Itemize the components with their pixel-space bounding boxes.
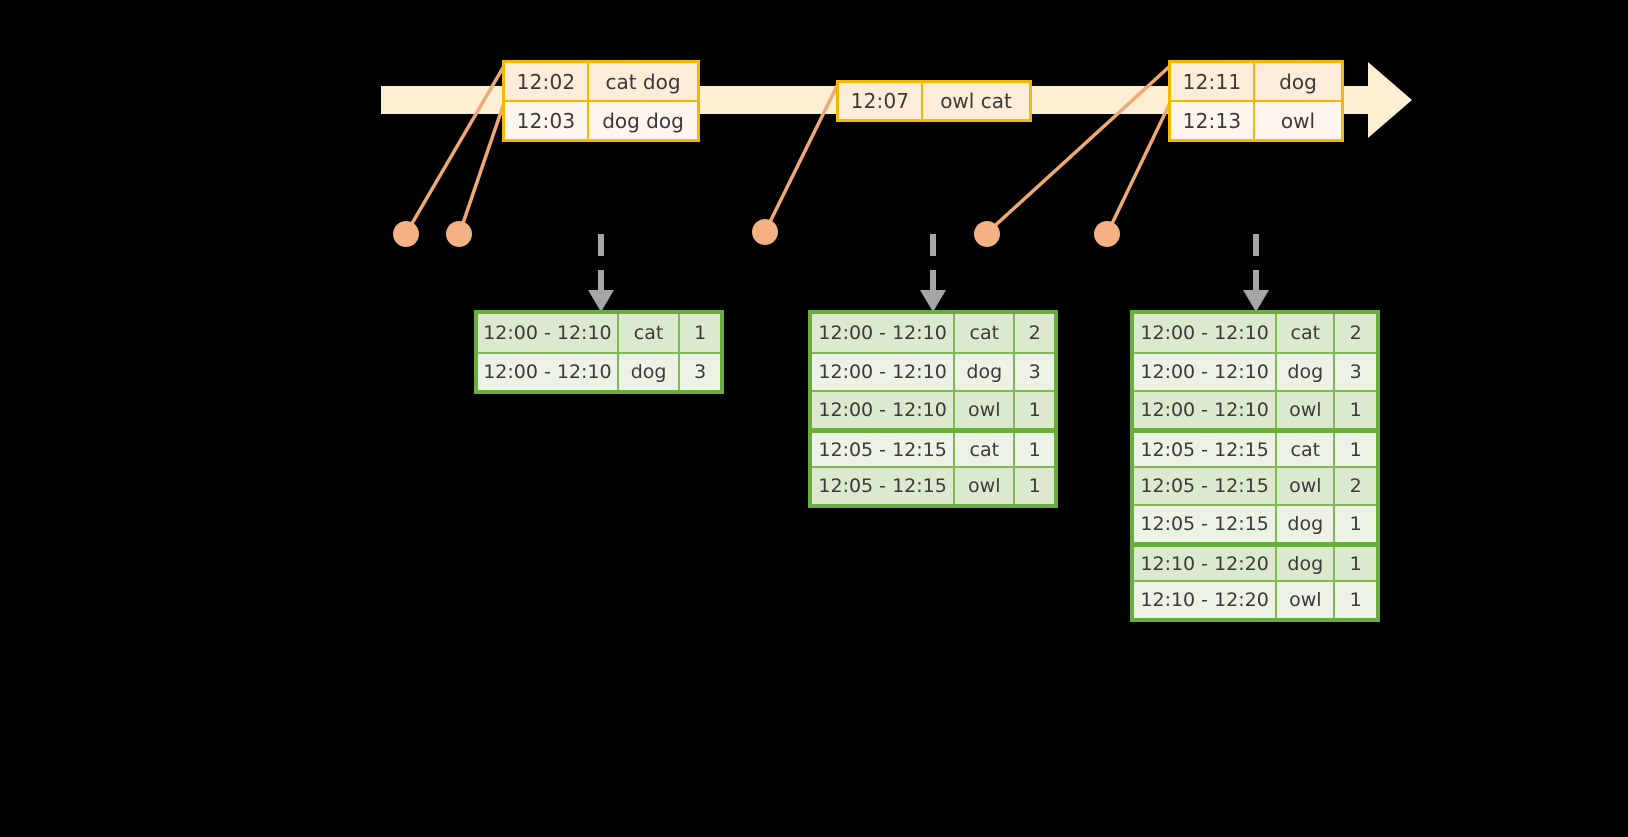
event-words: dog bbox=[1279, 69, 1317, 94]
table-row[interactable]: 12:00 - 12:10 cat 2 bbox=[812, 314, 1054, 352]
connector-2 bbox=[458, 101, 506, 234]
word-cell: owl bbox=[955, 468, 1016, 504]
window-cell: 12:05 - 12:15 bbox=[1134, 433, 1278, 466]
table-row[interactable]: 12:05 - 12:15 dog 1 bbox=[1134, 504, 1376, 542]
count-cell: 3 bbox=[1349, 361, 1362, 383]
window-cell: 12:00 - 12:10 bbox=[812, 314, 956, 352]
window-cell: 12:05 - 12:15 bbox=[1134, 506, 1278, 542]
event-group-3[interactable]: 12:11 dog 12:13 owl bbox=[1168, 60, 1344, 142]
table-row[interactable]: 12:00 - 12:10 owl 1 bbox=[812, 390, 1054, 428]
event-group-2[interactable]: 12:07 owl cat bbox=[836, 80, 1032, 122]
table-row[interactable]: 12:05 - 12:15 cat 1 bbox=[812, 428, 1054, 466]
event-time: 12:13 bbox=[1171, 102, 1255, 139]
word-cell: cat bbox=[619, 314, 681, 352]
event-row[interactable]: 12:07 owl cat bbox=[839, 83, 1029, 119]
window-cell: 12:05 - 12:15 bbox=[812, 468, 956, 504]
count-cell: 2 bbox=[1028, 322, 1041, 344]
event-time: 12:03 bbox=[505, 102, 589, 139]
window-cell: 12:05 - 12:15 bbox=[812, 433, 956, 466]
word-cell: owl bbox=[955, 392, 1016, 428]
window-cell: 12:00 - 12:10 bbox=[478, 354, 619, 390]
event-dot-5 bbox=[1094, 221, 1120, 247]
connector-5 bbox=[1106, 101, 1172, 234]
count-cell: 1 bbox=[1028, 399, 1041, 421]
table-row[interactable]: 12:05 - 12:15 cat 1 bbox=[1134, 428, 1376, 466]
word-cell: owl bbox=[1277, 392, 1336, 428]
word-cell: dog bbox=[1277, 506, 1336, 542]
event-dot-2 bbox=[446, 221, 472, 247]
event-words: cat dog bbox=[605, 69, 681, 94]
event-dot-4 bbox=[974, 221, 1000, 247]
emit-arrow-2 bbox=[920, 234, 946, 312]
result-table-2[interactable]: 12:00 - 12:10 cat 2 12:00 - 12:10 dog 3 … bbox=[808, 310, 1058, 508]
count-cell: 1 bbox=[1028, 438, 1041, 461]
count-cell: 1 bbox=[1349, 552, 1362, 575]
event-row[interactable]: 12:13 owl bbox=[1171, 100, 1341, 139]
count-cell: 3 bbox=[694, 361, 707, 383]
event-row[interactable]: 12:02 cat dog bbox=[505, 63, 697, 100]
event-dot-3 bbox=[752, 219, 778, 245]
table-row[interactable]: 12:00 - 12:10 dog 3 bbox=[478, 352, 720, 390]
count-cell: 1 bbox=[1349, 399, 1362, 421]
word-cell: dog bbox=[619, 354, 681, 390]
event-row[interactable]: 12:11 dog bbox=[1171, 63, 1341, 100]
table-row[interactable]: 12:00 - 12:10 dog 3 bbox=[1134, 352, 1376, 390]
event-dot-1 bbox=[393, 221, 419, 247]
window-cell: 12:10 - 12:20 bbox=[1134, 582, 1278, 618]
word-cell: owl bbox=[1277, 582, 1336, 618]
word-cell: cat bbox=[955, 433, 1016, 466]
event-time: 12:11 bbox=[1171, 63, 1255, 100]
result-table-3[interactable]: 12:00 - 12:10 cat 2 12:00 - 12:10 dog 3 … bbox=[1130, 310, 1380, 622]
emit-arrow-3 bbox=[1243, 234, 1269, 312]
table-row[interactable]: 12:00 - 12:10 owl 1 bbox=[1134, 390, 1376, 428]
word-cell: dog bbox=[1277, 354, 1336, 390]
event-group-1[interactable]: 12:02 cat dog 12:03 dog dog bbox=[502, 60, 700, 142]
emit-arrow-1 bbox=[588, 234, 614, 312]
word-cell: cat bbox=[955, 314, 1016, 352]
event-words: dog dog bbox=[602, 108, 684, 133]
count-cell: 3 bbox=[1028, 361, 1041, 383]
window-cell: 12:00 - 12:10 bbox=[1134, 392, 1278, 428]
window-cell: 12:00 - 12:10 bbox=[1134, 354, 1278, 390]
table-row[interactable]: 12:10 - 12:20 owl 1 bbox=[1134, 580, 1376, 618]
emit-arrows bbox=[588, 234, 1269, 312]
table-row[interactable]: 12:00 - 12:10 cat 2 bbox=[1134, 314, 1376, 352]
count-cell: 2 bbox=[1349, 322, 1362, 344]
event-words: owl cat bbox=[940, 89, 1012, 113]
window-cell: 12:00 - 12:10 bbox=[478, 314, 619, 352]
window-cell: 12:05 - 12:15 bbox=[1134, 468, 1278, 504]
count-cell: 1 bbox=[1349, 513, 1362, 535]
word-cell: cat bbox=[1277, 433, 1336, 466]
result-table-1[interactable]: 12:00 - 12:10 cat 1 12:00 - 12:10 dog 3 bbox=[474, 310, 724, 394]
window-cell: 12:00 - 12:10 bbox=[1134, 314, 1278, 352]
connector-1 bbox=[405, 64, 506, 234]
word-cell: dog bbox=[955, 354, 1016, 390]
window-cell: 12:10 - 12:20 bbox=[1134, 547, 1278, 580]
window-cell: 12:00 - 12:10 bbox=[812, 392, 956, 428]
count-cell: 2 bbox=[1349, 475, 1362, 497]
table-row[interactable]: 12:10 - 12:20 dog 1 bbox=[1134, 542, 1376, 580]
word-cell: owl bbox=[1277, 468, 1336, 504]
table-row[interactable]: 12:05 - 12:15 owl 1 bbox=[812, 466, 1054, 504]
table-row[interactable]: 12:00 - 12:10 dog 3 bbox=[812, 352, 1054, 390]
connector-3 bbox=[764, 82, 840, 232]
table-row[interactable]: 12:00 - 12:10 cat 1 bbox=[478, 314, 720, 352]
count-cell: 1 bbox=[1349, 438, 1362, 461]
event-dots bbox=[393, 219, 1120, 247]
event-time: 12:07 bbox=[839, 83, 923, 119]
word-cell: dog bbox=[1277, 547, 1336, 580]
event-words: owl bbox=[1280, 108, 1316, 133]
table-row[interactable]: 12:05 - 12:15 owl 2 bbox=[1134, 466, 1376, 504]
event-row[interactable]: 12:03 dog dog bbox=[505, 100, 697, 139]
count-cell: 1 bbox=[694, 322, 707, 344]
count-cell: 1 bbox=[1028, 475, 1041, 497]
event-time: 12:02 bbox=[505, 63, 589, 100]
word-cell: cat bbox=[1277, 314, 1336, 352]
count-cell: 1 bbox=[1349, 589, 1362, 611]
window-cell: 12:00 - 12:10 bbox=[812, 354, 956, 390]
